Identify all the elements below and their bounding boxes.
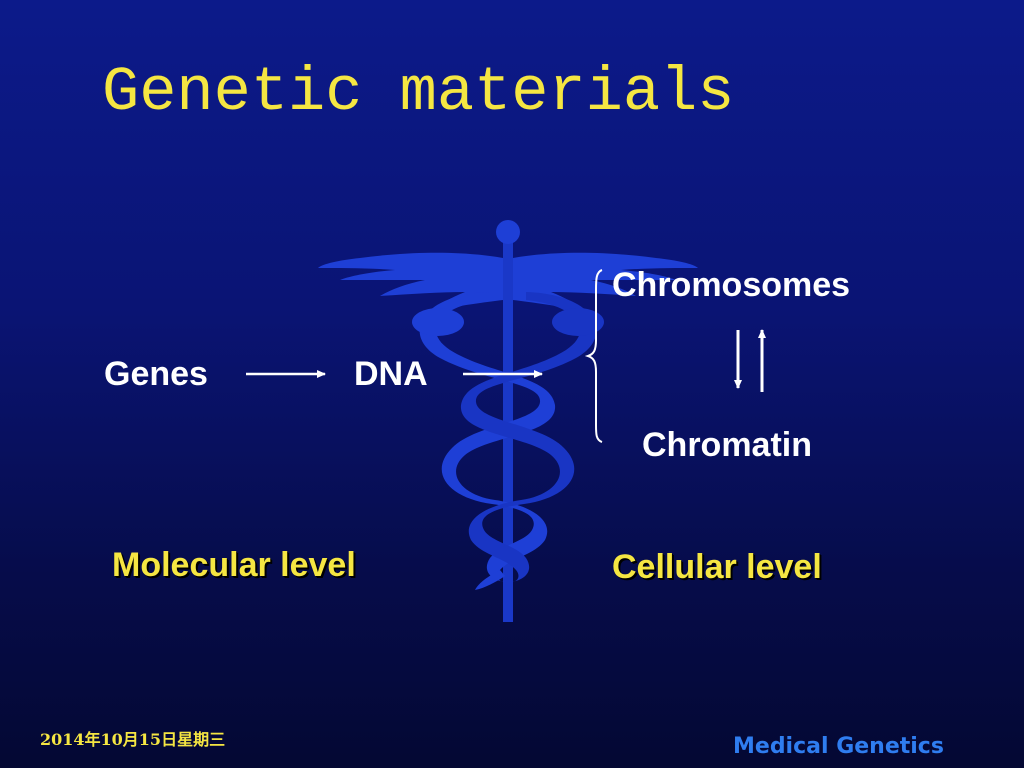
genes-label: Genes: [104, 355, 208, 393]
cellular-level-label: Cellular level: [612, 548, 822, 586]
molecular-level-label: Molecular level: [112, 546, 356, 584]
footer-course-title: Medical Genetics: [733, 734, 944, 759]
footer-date: 2014年10月15日星期三: [40, 730, 226, 749]
chromatin-label: Chromatin: [642, 426, 812, 464]
dna-label: DNA: [354, 355, 428, 393]
chromosomes-label: Chromosomes: [612, 266, 851, 304]
caduceus-icon: [318, 220, 698, 622]
slide-title: Genetic materials: [102, 57, 735, 128]
